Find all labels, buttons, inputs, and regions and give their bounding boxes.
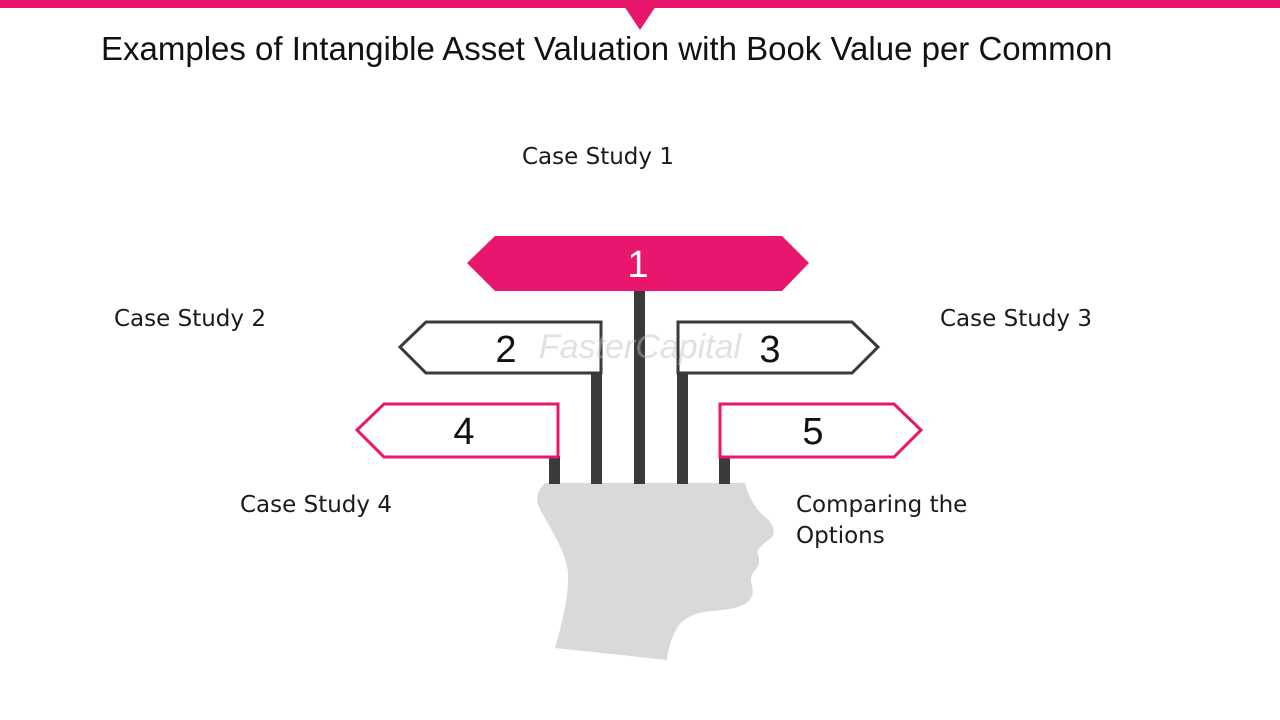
label-comparing-options-line-1: Comparing the <box>796 492 968 518</box>
sign-4-board <box>354 402 560 459</box>
sign-3-number: 3 <box>759 329 780 371</box>
sign-post-2 <box>591 372 602 484</box>
sign-1-board <box>467 236 809 291</box>
top-notch-indicator <box>624 6 656 30</box>
watermark-text: FasterCapital <box>539 328 743 366</box>
sign-5-board <box>718 402 924 459</box>
sign-5-number: 5 <box>802 411 823 453</box>
head-silhouette-icon <box>537 483 774 660</box>
sign-2-board <box>397 320 603 375</box>
label-comparing-options: Comparing the Options <box>796 490 967 552</box>
label-comparing-options-line-2: Options <box>796 523 885 549</box>
label-case-study-4: Case Study 4 <box>240 492 392 518</box>
label-case-study-1: Case Study 1 <box>522 144 674 170</box>
sign-3-board <box>676 320 881 375</box>
sign-post-3 <box>677 372 688 484</box>
sign-1-number: 1 <box>627 244 648 286</box>
label-case-study-3: Case Study 3 <box>940 306 1092 332</box>
sign-post-4 <box>549 456 560 484</box>
sign-4-number: 4 <box>453 411 474 453</box>
sign-post-5 <box>719 456 730 484</box>
sign-2-number: 2 <box>495 329 516 371</box>
top-accent-bar <box>0 0 1280 8</box>
sign-post-1 <box>634 290 645 484</box>
label-case-study-2: Case Study 2 <box>114 306 266 332</box>
slide-title: Examples of Intangible Asset Valuation w… <box>101 30 1113 67</box>
